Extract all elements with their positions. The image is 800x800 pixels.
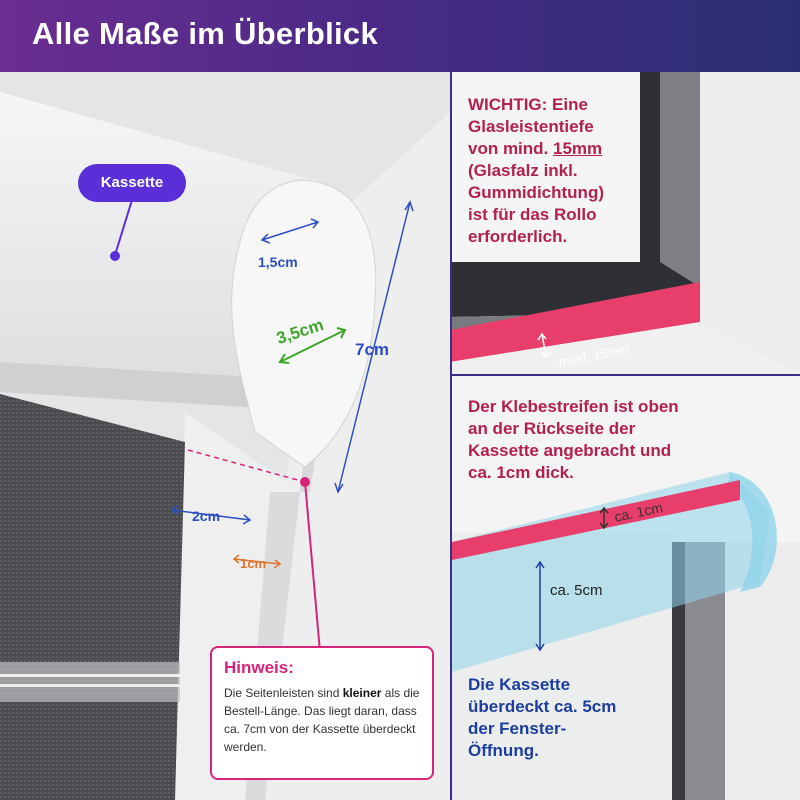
dim-3-5-arrow xyxy=(278,327,347,364)
window-frame xyxy=(230,112,450,800)
text-line: ca. 1cm dick. xyxy=(468,463,574,482)
note-text: Die Seitenleisten sind xyxy=(224,686,343,700)
note-title: Hinweis: xyxy=(224,658,294,677)
dim-1-label: 1cm xyxy=(240,556,267,571)
text-line: Kassette angebracht und xyxy=(468,441,672,460)
min-depth-value: 15mm xyxy=(553,139,603,158)
page-title: Alle Maße im Überblick xyxy=(0,0,800,72)
note-connector xyxy=(304,481,321,653)
text-line: Eine xyxy=(547,95,588,114)
end-cap xyxy=(231,179,377,468)
note-body: Die Seitenleisten sind kleiner als die B… xyxy=(224,684,420,756)
ca-5-label: ca. 5cm xyxy=(550,582,603,599)
text-line: an der Rückseite der xyxy=(468,419,636,438)
blind-fabric xyxy=(0,394,185,800)
kassette-pointer xyxy=(114,199,133,256)
text-line: erforderlich. xyxy=(468,227,568,246)
text-line: Gummidichtung) xyxy=(468,183,604,202)
cassette-transparent xyxy=(452,472,770,672)
adhesive-strip-info: Der Klebestreifen ist oben an der Rückse… xyxy=(468,396,788,484)
dim-1-arrow xyxy=(232,554,282,569)
hinweis-note: Hinweis: Die Seitenleisten sind kleiner … xyxy=(210,646,434,780)
text-line: (Glasfalz inkl. xyxy=(468,161,578,180)
text-line: Der Klebestreifen ist oben xyxy=(468,397,679,416)
glazing-bead-requirement: WICHTIG: Eine Glasleistentiefe von mind.… xyxy=(468,94,648,248)
note-emphasis: kleiner xyxy=(342,686,382,700)
dim-1-5-label: 1,5cm xyxy=(258,254,298,270)
dim-2-arrow xyxy=(170,504,252,525)
text-line: Glasleistentiefe xyxy=(468,117,594,136)
text-line: überdeckt ca. 5cm xyxy=(468,697,617,716)
text-line: der Fenster- xyxy=(468,719,567,738)
dim-2-label: 2cm xyxy=(192,508,221,524)
panel-divider-vertical xyxy=(450,72,452,800)
note-dot xyxy=(300,477,310,487)
panel-divider-horizontal xyxy=(450,374,800,376)
glazing-bead-strip xyxy=(450,282,700,362)
adhesive-strip xyxy=(452,480,740,560)
wichtig-label: WICHTIG: xyxy=(468,95,548,114)
dim-1-5-arrow xyxy=(260,218,320,244)
text-line: ist für das Rollo xyxy=(468,205,597,224)
cassette-overlap-info: Die Kassette überdeckt ca. 5cm der Fenst… xyxy=(468,674,658,762)
kassette-badge: Kassette xyxy=(78,164,186,202)
text-line: Die Kassette xyxy=(468,675,571,694)
dim-7-label: 7cm xyxy=(355,340,390,359)
ca-5-arrow xyxy=(535,560,545,652)
dim-7-arrow xyxy=(334,200,414,494)
text-line: Öffnung. xyxy=(468,741,539,760)
note-text: als die Bestell-Länge. Das liegt daran, … xyxy=(224,686,420,754)
text-line: von mind. xyxy=(468,139,553,158)
